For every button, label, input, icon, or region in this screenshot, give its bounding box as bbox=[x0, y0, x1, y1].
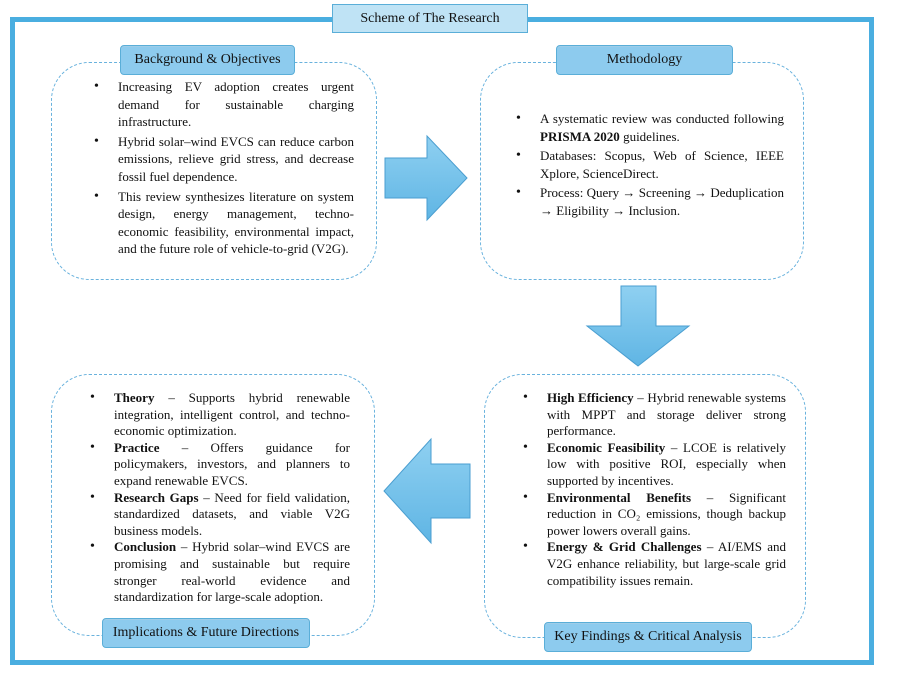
list-methodology: A systematic review was conducted follow… bbox=[510, 110, 784, 222]
list-item: This review synthesizes literature on sy… bbox=[88, 188, 354, 258]
list-background: Increasing EV adoption creates urgent de… bbox=[88, 78, 354, 260]
list-findings: High Efficiency – Hybrid renewable syste… bbox=[517, 390, 786, 589]
arrow-down-shape bbox=[585, 285, 691, 367]
list-item: Research Gaps – Need for field validatio… bbox=[84, 490, 350, 540]
list-item: Economic Feasibility – LCOE is relativel… bbox=[517, 440, 786, 490]
label-methodology: Methodology bbox=[556, 45, 733, 75]
list-item: Hybrid solar–wind EVCS can reduce carbon… bbox=[88, 133, 354, 186]
list-item: Increasing EV adoption creates urgent de… bbox=[88, 78, 354, 131]
arrow-left-shape bbox=[383, 437, 471, 545]
label-implications: Implications & Future Directions bbox=[102, 618, 310, 648]
list-implications: Theory – Supports hybrid renewable integ… bbox=[84, 390, 350, 606]
list-item: Environmental Benefits – Significant red… bbox=[517, 490, 786, 540]
arrow-right-shape bbox=[384, 134, 468, 222]
list-item: High Efficiency – Hybrid renewable syste… bbox=[517, 390, 786, 440]
list-item: Practice – Offers guidance for policymak… bbox=[84, 440, 350, 490]
list-item: Conclusion – Hybrid solar–wind EVCS are … bbox=[84, 539, 350, 605]
diagram-title: Scheme of The Research bbox=[332, 4, 528, 33]
list-item: A systematic review was conducted follow… bbox=[510, 110, 784, 145]
list-item: Process: Query → Screening → Deduplicati… bbox=[510, 184, 784, 219]
label-findings: Key Findings & Critical Analysis bbox=[544, 622, 752, 652]
list-item: Databases: Scopus, Web of Science, IEEE … bbox=[510, 147, 784, 182]
list-item: Theory – Supports hybrid renewable integ… bbox=[84, 390, 350, 440]
label-background: Background & Objectives bbox=[120, 45, 295, 75]
list-item: Energy & Grid Challenges – AI/EMS and V2… bbox=[517, 539, 786, 589]
